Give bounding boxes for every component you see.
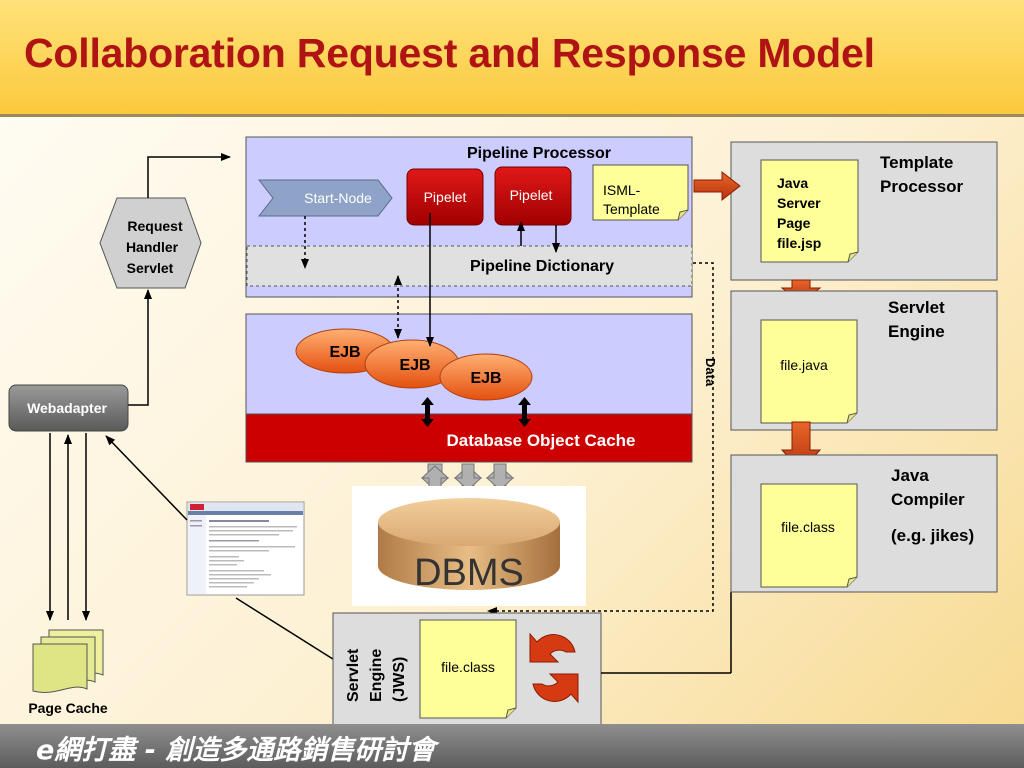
ejb-bubble-2-label: EJB (399, 357, 430, 374)
servlet-engine-jws-line1: Servlet (345, 648, 362, 702)
slide-title: Collaboration Request and Response Model (24, 30, 875, 76)
compiler-file-class-note-fold (846, 576, 858, 588)
dbms-label: DBMS (414, 552, 524, 594)
cache-dbms-arrows (420, 463, 515, 491)
pipelet-2-label: Pipelet (510, 187, 553, 203)
ejb-bubble-1-label: EJB (329, 344, 360, 361)
request-handler-line1: Request (127, 218, 183, 234)
webadapter-box (8, 384, 129, 432)
request-handler-servlet (99, 197, 202, 289)
pipeline-to-template-arrow (693, 170, 741, 202)
compiler-file-class-label: file.class (781, 519, 835, 535)
webadapter-to-servlet-arrow (128, 289, 152, 406)
data-dotted-connector (487, 262, 714, 615)
dbms-cylinder-top (378, 498, 560, 546)
pipeline-dictionary-label: Pipeline Dictionary (470, 258, 614, 275)
request-handler-line2: Handler (126, 239, 179, 255)
ejb-cache-arrow-right (518, 397, 531, 427)
isml-label-line1: ISML- (603, 182, 641, 198)
database-object-cache (245, 413, 693, 463)
jws-file-class-note-fold (505, 707, 517, 719)
isml-template-note-fold (677, 209, 689, 221)
ejb-bubble-3 (439, 353, 533, 401)
pipeline-dictionary (246, 245, 693, 287)
title-bar: Collaboration Request and Response Model (0, 0, 1024, 117)
jsp-file-note-fold (847, 251, 859, 263)
servlet-engine-line2: Engine (888, 322, 945, 341)
servlet-to-pipeline-arrow (147, 153, 231, 198)
pipelet-2 (494, 166, 572, 226)
start-node-shape (257, 179, 393, 217)
page-cache-stack (32, 629, 104, 693)
start-node-label: Start-Node (304, 190, 372, 206)
footer-text: e網打盡 - 創造多通路銷售研討會 (36, 735, 436, 766)
jsp-note-line4: file.jsp (777, 235, 821, 251)
webadapter-label: Webadapter (27, 400, 107, 416)
servlet-engine-jws-line3: (JWS) (391, 657, 408, 702)
ejb-bubble-3-label: EJB (470, 370, 501, 387)
compiler-file-class-note (760, 483, 858, 588)
ejb-cache-arrow-left (421, 397, 434, 427)
jsp-note-line3: Page (777, 215, 811, 231)
jws-file-class-label: file.class (441, 659, 495, 675)
template-processor-line1: Template (880, 153, 953, 172)
java-file-note-fold (846, 412, 858, 424)
java-compiler-line2: Compiler (891, 490, 965, 509)
data-label: Data (703, 358, 718, 387)
jsp-note-line1: Java (777, 175, 808, 191)
java-compiler-line3: (e.g. jikes) (891, 526, 974, 545)
browser-page-thumbnail (186, 501, 305, 596)
pipelet-1-label: Pipelet (424, 189, 467, 205)
request-handler-line3: Servlet (127, 260, 174, 276)
java-compiler-line1: Java (891, 466, 929, 485)
thumbnail-to-webadapter-arrow (105, 435, 188, 521)
footer-bar: e網打盡 - 創造多通路銷售研討會 (0, 724, 1024, 768)
jws-to-thumbnail-line (235, 597, 345, 667)
pipeline-processor-title: Pipeline Processor (467, 145, 611, 162)
reload-icon (529, 632, 579, 704)
template-processor-line2: Processor (880, 177, 964, 196)
page-cache-label: Page Cache (28, 700, 108, 716)
database-object-cache-label: Database Object Cache (447, 431, 636, 450)
servlet-engine-line1: Servlet (888, 298, 945, 317)
isml-label-line2: Template (603, 201, 660, 217)
jsp-note-line2: Server (777, 195, 821, 211)
java-file-label: file.java (780, 357, 828, 373)
servlet-engine-jws-line2: Engine (368, 649, 385, 702)
pipelet-1 (406, 168, 484, 226)
